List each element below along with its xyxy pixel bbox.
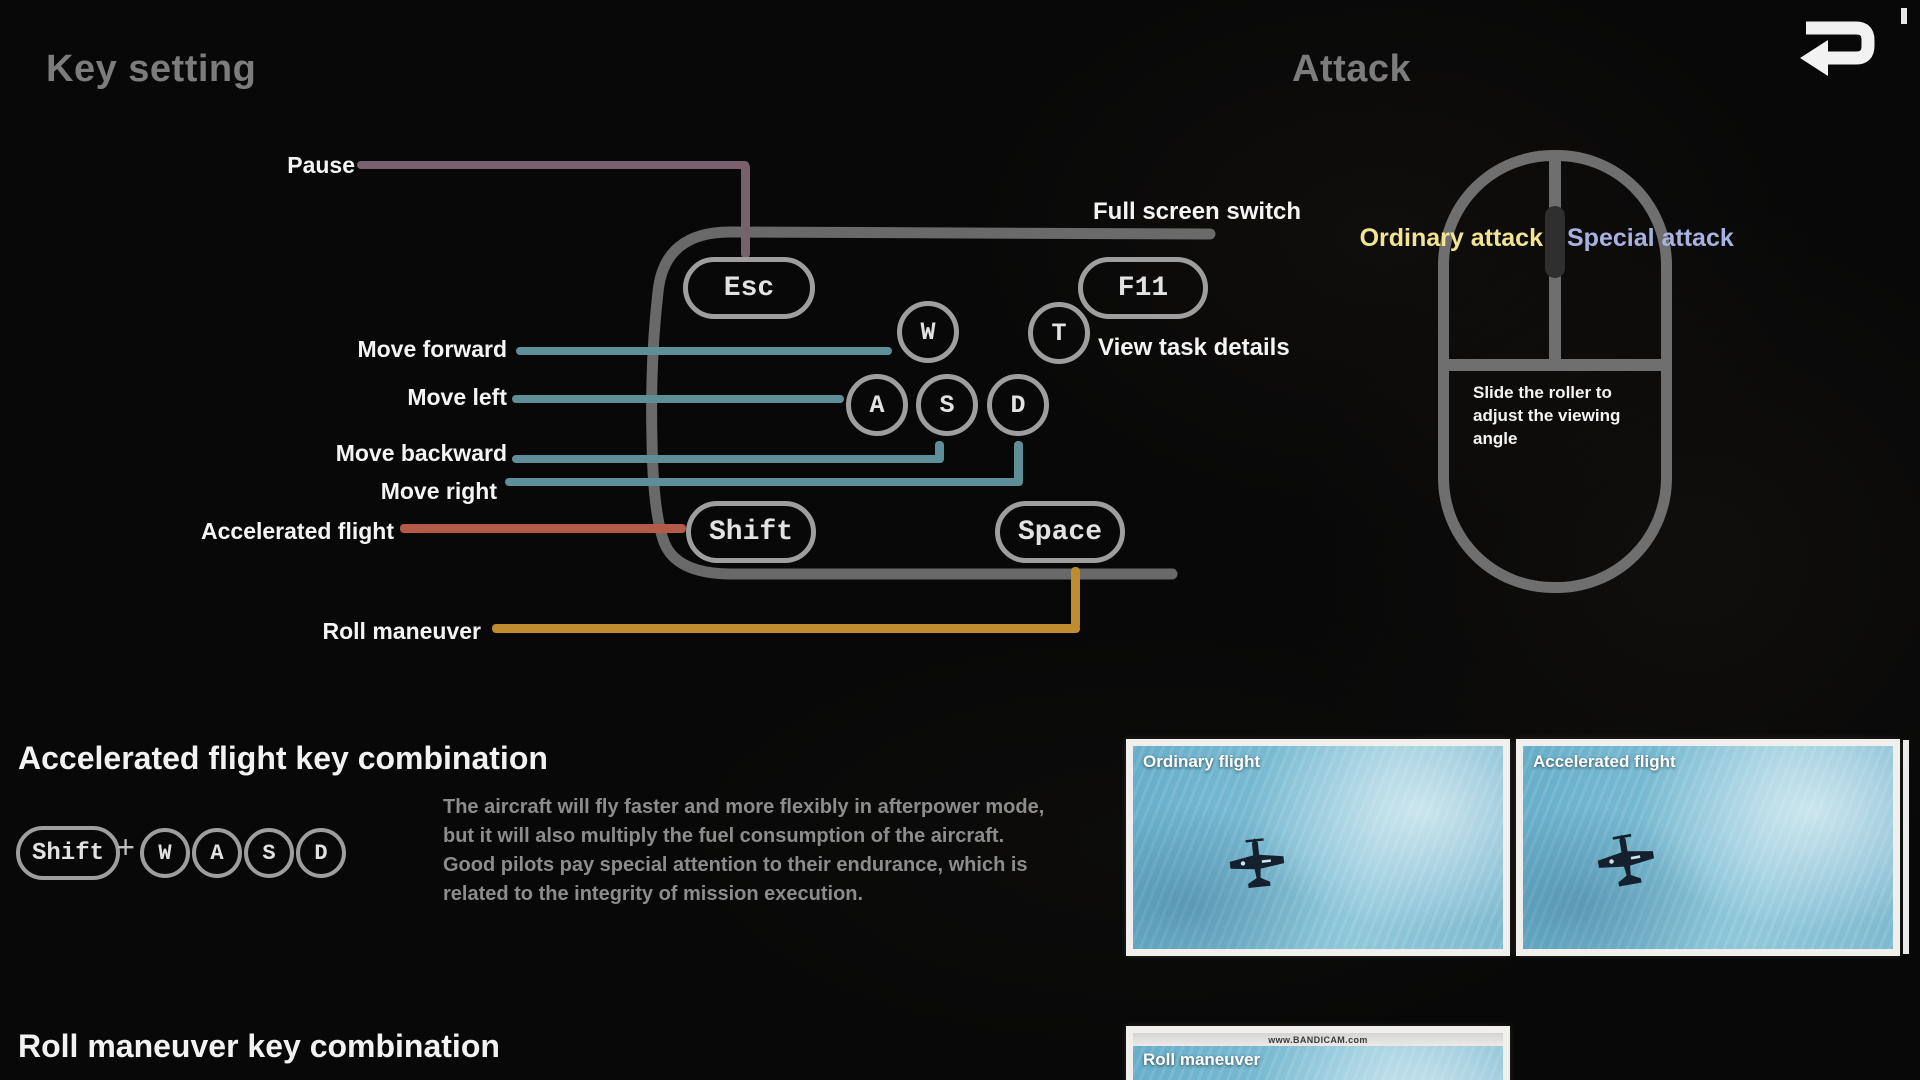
mouse-outline: [1438, 150, 1672, 593]
screen-edge-sliver-top: [1901, 8, 1907, 24]
move-forward-line: [516, 347, 892, 355]
description-line: The aircraft will fly faster and more fl…: [443, 796, 1045, 818]
thumbnail-ordinary-flight: Ordinary flight: [1126, 739, 1510, 956]
plane-icon: [1229, 838, 1285, 889]
combo-key-d: D: [296, 828, 346, 878]
mouse-roller-hint: Slide the roller to adjust the viewing a…: [1473, 381, 1653, 450]
accelerated-section-description: The aircraft will fly faster and more fl…: [443, 793, 1044, 909]
roller-hint-line: Slide the roller to: [1473, 383, 1612, 402]
screen-edge-sliver: [1903, 740, 1909, 954]
roller-hint-line: angle: [1473, 429, 1518, 448]
description-line: related to the integrity of mission exec…: [443, 883, 864, 905]
move-left-line: [512, 395, 844, 403]
pause-line: [357, 161, 749, 169]
label-move-left: Move left: [407, 384, 507, 410]
key-shift: Shift: [686, 501, 816, 563]
thumbnail-label: Accelerated flight: [1533, 752, 1676, 771]
key-a: A: [846, 374, 908, 436]
watermark: www.BANDICAM.com: [1133, 1033, 1503, 1046]
keyboard-outline-sketch: [646, 226, 1216, 580]
ocean-image: Ordinary flight: [1133, 746, 1503, 949]
label-full-screen-switch: Full screen switch: [1093, 198, 1302, 225]
combo-key-a: A: [192, 828, 242, 878]
ocean-image: Accelerated flight: [1523, 746, 1893, 949]
accelerated-flight-line: [400, 524, 686, 533]
thumbnail-label: Roll maneuver: [1143, 1050, 1261, 1069]
key-f11: F11: [1078, 257, 1208, 319]
key-d: D: [987, 374, 1049, 436]
key-w: W: [897, 301, 959, 363]
combo-key-s: S: [244, 828, 294, 878]
thumbnail-label: Ordinary flight: [1143, 752, 1261, 771]
label-roll-maneuver: Roll maneuver: [322, 618, 482, 644]
thumbnail-roll-maneuver: www.BANDICAM.com Roll maneuver: [1126, 1026, 1510, 1080]
ocean-image: Roll maneuver: [1133, 1046, 1503, 1080]
key-space: Space: [995, 501, 1125, 563]
move-right-elbow: [1014, 441, 1023, 484]
plus-sign: +: [116, 831, 136, 868]
roll-section-heading: Roll maneuver key combination: [18, 1028, 500, 1064]
key-s: S: [916, 374, 978, 436]
mouse-wheel-icon: [1545, 206, 1565, 278]
label-ordinary-attack: Ordinary attack: [1359, 224, 1543, 252]
move-right-line: [505, 478, 1023, 486]
label-pause: Pause: [287, 152, 355, 178]
label-view-task-details: View task details: [1098, 334, 1290, 361]
label-move-backward: Move backward: [335, 440, 507, 466]
description-line: Good pilots pay special attention to the…: [443, 854, 1028, 876]
roll-maneuver-line: [492, 624, 1080, 633]
combo-key-shift: Shift: [16, 826, 120, 880]
roll-maneuver-elbow: [1071, 567, 1080, 629]
roller-hint-line: adjust the viewing: [1473, 406, 1621, 425]
accelerated-section-heading: Accelerated flight key combination: [18, 740, 548, 776]
combo-key-w: W: [140, 828, 190, 878]
key-t: T: [1028, 302, 1090, 364]
label-special-attack: Special attack: [1567, 224, 1734, 252]
thumbnail-accelerated-flight: Accelerated flight: [1516, 739, 1900, 956]
label-move-forward: Move forward: [357, 336, 507, 362]
mouse-horizontal-divider: [1446, 359, 1664, 371]
page-title-attack: Attack: [1292, 48, 1412, 90]
key-esc: Esc: [683, 257, 815, 319]
label-accelerated-flight: Accelerated flight: [201, 518, 394, 544]
return-button[interactable]: [1794, 14, 1880, 80]
move-backward-line: [512, 455, 944, 463]
label-move-right: Move right: [380, 478, 497, 504]
description-line: but it will also multiply the fuel consu…: [443, 825, 1005, 847]
page-title-key-setting: Key setting: [46, 48, 257, 90]
plane-icon: [1597, 834, 1655, 887]
move-backward-elbow: [935, 441, 944, 461]
return-icon: [1800, 21, 1875, 76]
pause-line-elbow: [741, 163, 750, 258]
